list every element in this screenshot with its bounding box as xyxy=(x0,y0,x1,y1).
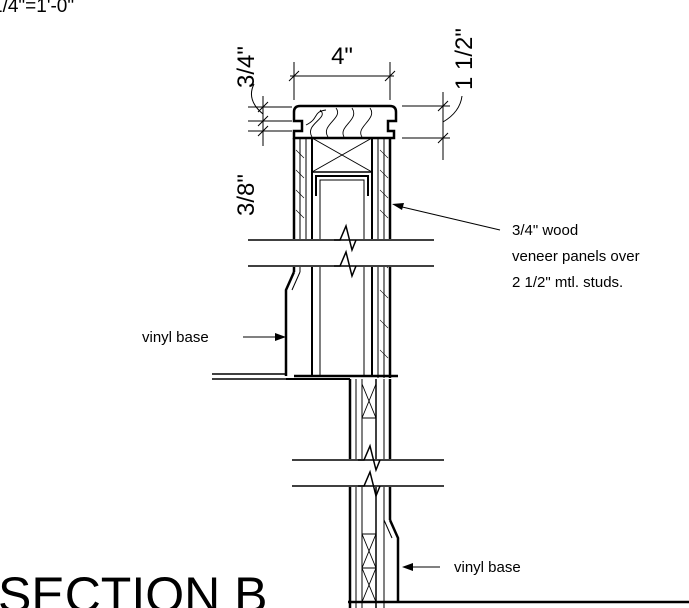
note-vinyl-base-upper: vinyl base xyxy=(142,329,286,346)
dim-cap-right: 1 1/2" xyxy=(402,28,478,160)
note-panel-line-3: 2 1/2" mtl. studs. xyxy=(512,274,623,291)
dim-cap-top-label: 3/4" xyxy=(233,46,260,88)
scale-text: 1/4"=1'-0" xyxy=(0,0,74,17)
note-vinyl-base-upper-label: vinyl base xyxy=(142,329,209,346)
lower-wall xyxy=(348,379,689,608)
break-line-upper xyxy=(246,223,436,279)
dim-width: 4" xyxy=(288,43,396,100)
note-panel-line-1: 3/4" wood xyxy=(512,222,578,239)
section-title: SECTION B xyxy=(0,567,267,608)
dim-reveal-label: 3/8" xyxy=(233,174,260,216)
note-panel-line-2: veneer panels over xyxy=(512,248,640,265)
vinyl-base-upper-shape xyxy=(284,271,296,376)
dim-width-label: 4" xyxy=(331,43,353,70)
wood-grain xyxy=(305,107,373,138)
dim-cap-left: 3/4" 3/8" xyxy=(233,46,292,216)
note-panels: 3/4" wood veneer panels over 2 1/2" mtl.… xyxy=(392,203,640,291)
vinyl-base-lower-shape xyxy=(388,519,400,602)
note-vinyl-base-lower: vinyl base xyxy=(402,559,521,576)
wood-cap xyxy=(292,104,398,140)
dim-cap-right-label: 1 1/2" xyxy=(451,28,478,90)
note-vinyl-base-lower-label: vinyl base xyxy=(454,559,521,576)
break-line-lower xyxy=(290,443,446,499)
upper-floor xyxy=(212,373,350,380)
